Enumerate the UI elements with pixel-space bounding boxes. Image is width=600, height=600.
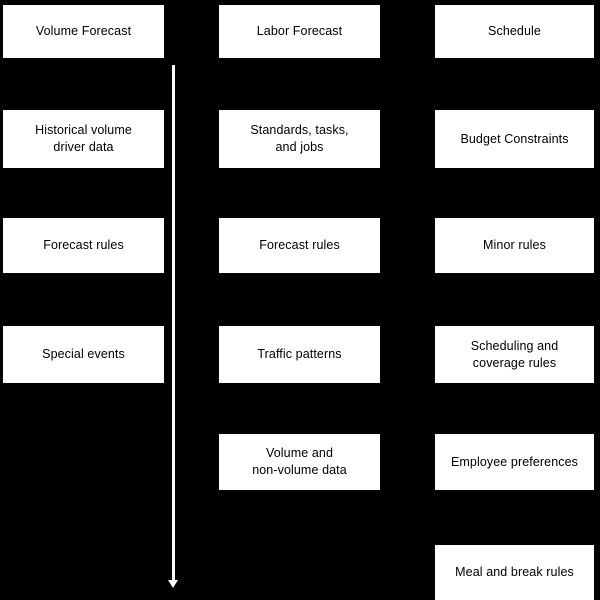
column-header-schedule[interactable]: Schedule (435, 5, 594, 58)
flow-arrow-line (172, 65, 175, 582)
node-minor-rules[interactable]: Minor rules (435, 218, 594, 273)
node-scheduling-and-coverage-rules[interactable]: Scheduling and coverage rules (435, 326, 594, 383)
node-labor-forecast-rules[interactable]: Forecast rules (219, 218, 380, 273)
node-standards-tasks-and-jobs[interactable]: Standards, tasks, and jobs (219, 110, 380, 168)
node-volume-forecast-rules[interactable]: Forecast rules (3, 218, 164, 273)
node-meal-and-break-rules[interactable]: Meal and break rules (435, 545, 594, 600)
node-traffic-patterns[interactable]: Traffic patterns (219, 326, 380, 383)
node-volume-and-non-volume-data[interactable]: Volume and non-volume data (219, 434, 380, 490)
flow-arrow-head-icon (168, 580, 178, 588)
column-header-labor-forecast[interactable]: Labor Forecast (219, 5, 380, 58)
node-budget-constraints[interactable]: Budget Constraints (435, 110, 594, 168)
node-special-events[interactable]: Special events (3, 326, 164, 383)
node-historical-volume-driver-data[interactable]: Historical volume driver data (3, 110, 164, 168)
column-header-volume-forecast[interactable]: Volume Forecast (3, 5, 164, 58)
node-employee-preferences[interactable]: Employee preferences (435, 434, 594, 490)
